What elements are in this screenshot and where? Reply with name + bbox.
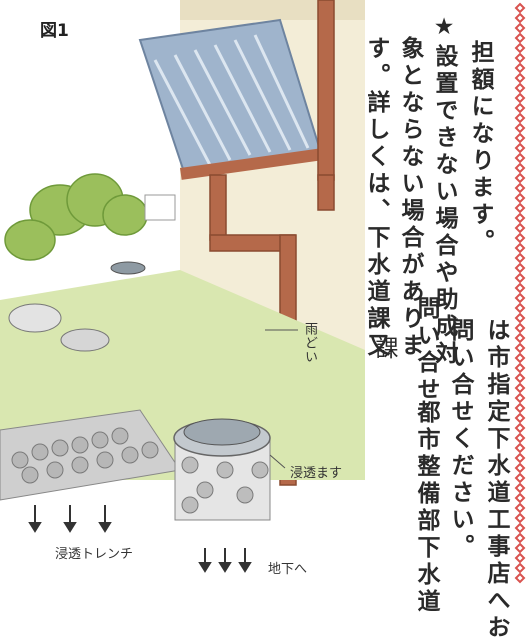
border-link [514,2,526,14]
contact-heading: 問い合せ [413,296,439,404]
body-text-col5: は市指定下水道工事店へお [483,318,509,642]
border-link [514,82,526,94]
border-link [514,392,526,404]
border-link [514,372,526,384]
border-link [514,472,526,484]
body-text-col3: 象とならない場合がありま [397,36,423,360]
border-link [514,342,526,354]
border-link [514,52,526,64]
border-link [514,102,526,114]
downspout-label: 雨どい [302,322,317,364]
border-link [514,172,526,184]
border-link [514,572,526,584]
border-link [514,62,526,74]
rainwater-infiltration-illustration [0,0,365,573]
border-link [514,462,526,474]
contact-suffix: 課 [371,336,397,363]
border-link [514,432,526,444]
border-link [514,312,526,324]
figure-title: 図1 [40,21,69,41]
border-link [514,132,526,144]
border-link [514,402,526,414]
decorative-border [514,2,526,584]
infiltration-basin-label: 浸透ます [290,466,343,481]
border-link [514,382,526,394]
border-link [514,302,526,314]
border-link [514,412,526,424]
border-link [514,352,526,364]
border-link [514,482,526,494]
border-link [514,112,526,124]
border-link [514,492,526,504]
border-link [514,212,526,224]
contact-dept: 都市整備部下水道 [413,400,439,616]
border-link [514,522,526,534]
border-link [514,12,526,24]
border-link [514,92,526,104]
border-link [514,202,526,214]
border-link [514,502,526,514]
border-link [514,362,526,374]
border-link [514,152,526,164]
border-link [514,322,526,334]
border-link [514,222,526,234]
border-link [514,42,526,54]
border-link [514,122,526,134]
border-link [514,512,526,524]
border-link [514,242,526,254]
border-link [514,442,526,454]
border-link [514,162,526,174]
border-link [514,452,526,464]
body-text-col2: ★設置できない場合や助成対 [431,14,457,368]
border-link [514,232,526,244]
border-link [514,192,526,204]
border-link [514,552,526,564]
border-link [514,262,526,274]
infiltration-trench-label: 浸透トレンチ [55,547,134,562]
body-text-col6: 問い合せください。 [447,318,473,561]
border-link [514,422,526,434]
border-link [514,542,526,554]
border-link [514,562,526,574]
border-link [514,292,526,304]
border-link [514,32,526,44]
body-text-col1: 担額になります。 [467,40,493,256]
border-link [514,252,526,264]
body-text-col4: す。詳しくは、下水道課又 [363,36,389,360]
border-link [514,142,526,154]
to-underground-label: 地下へ [268,562,308,577]
border-link [514,182,526,194]
border-link [514,72,526,84]
border-link [514,532,526,544]
border-link [514,272,526,284]
border-link [514,332,526,344]
border-link [514,282,526,294]
border-link [514,22,526,34]
